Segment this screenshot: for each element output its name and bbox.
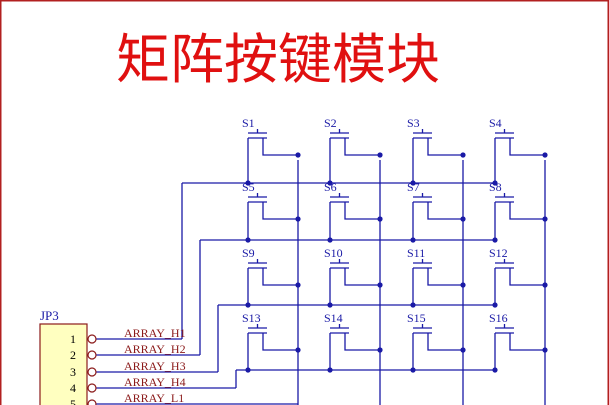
switch-label: S10 <box>324 246 343 260</box>
connector-pin-number: 5 <box>70 397 76 405</box>
junction-dot <box>460 282 465 287</box>
junction-dot <box>245 180 250 185</box>
switch-leg <box>510 202 545 219</box>
switch-label: S14 <box>324 311 343 325</box>
junction-dot <box>492 367 497 372</box>
switch-leg <box>510 333 545 350</box>
junction-dot <box>492 302 497 307</box>
switch-label: S11 <box>407 246 425 260</box>
switch-s9: S9 <box>242 246 298 305</box>
junction-dot <box>245 237 250 242</box>
junction-dot <box>410 180 415 185</box>
switch-leg <box>428 268 463 285</box>
switch-s4: S4 <box>489 116 545 183</box>
connector-pin <box>88 335 96 343</box>
switch-s8: S8 <box>489 180 545 240</box>
junction-dot <box>295 282 300 287</box>
junction-dot <box>327 302 332 307</box>
junction-dot <box>377 216 382 221</box>
switch-label: S15 <box>407 311 426 325</box>
connector-body <box>40 324 87 405</box>
switch-label: S13 <box>242 311 261 325</box>
switch-label: S2 <box>324 116 337 130</box>
switch-label: S16 <box>489 311 508 325</box>
junction-dot <box>245 367 250 372</box>
switch-s6: S6 <box>324 180 380 240</box>
connector-ref: JP3 <box>40 308 59 323</box>
junction-dot <box>460 216 465 221</box>
switch-label: S1 <box>242 116 255 130</box>
junction-dot <box>295 216 300 221</box>
switch-leg <box>510 138 545 155</box>
net-label-array-h2: ARRAY_H2 <box>124 342 186 356</box>
connector-pin-number: 3 <box>70 365 76 379</box>
switch-leg <box>263 333 298 350</box>
switch-s1: S1 <box>242 116 298 183</box>
junction-dot <box>245 302 250 307</box>
switch-leg <box>428 202 463 219</box>
diagram-title: 矩阵按键模块 <box>116 28 440 91</box>
junction-dot <box>492 237 497 242</box>
net-label-array-h1: ARRAY_H1 <box>124 326 186 340</box>
connector-pin <box>88 368 96 376</box>
switch-leg <box>428 333 463 350</box>
switch-s7: S7 <box>407 180 463 240</box>
connector-pin-number: 2 <box>70 348 76 362</box>
switch-leg <box>345 138 380 155</box>
junction-dot <box>327 180 332 185</box>
switch-leg <box>345 333 380 350</box>
switch-leg <box>345 268 380 285</box>
junction-dot <box>460 347 465 352</box>
connector-pin-number: 1 <box>70 332 76 346</box>
switch-leg <box>428 138 463 155</box>
switch-leg <box>345 202 380 219</box>
switch-label: S9 <box>242 246 255 260</box>
switch-s15: S15 <box>407 311 463 370</box>
junction-dot <box>542 282 547 287</box>
junction-dot <box>327 237 332 242</box>
junction-dot <box>410 367 415 372</box>
switch-s16: S16 <box>489 311 545 370</box>
junction-dot <box>410 302 415 307</box>
switch-s12: S12 <box>489 246 545 305</box>
net-label-array-h3: ARRAY_H3 <box>124 359 186 373</box>
switch-s13: S13 <box>242 311 298 370</box>
connector-pin <box>88 384 96 392</box>
junction-dot <box>542 152 547 157</box>
switch-s14: S14 <box>324 311 380 370</box>
switch-leg <box>510 268 545 285</box>
junction-dot <box>377 347 382 352</box>
switch-leg <box>263 202 298 219</box>
connector-pin <box>88 351 96 359</box>
junction-dot <box>542 216 547 221</box>
switch-s5: S5 <box>242 180 298 240</box>
junction-dot <box>410 237 415 242</box>
junction-dot <box>492 180 497 185</box>
connector-pin-number: 4 <box>70 381 76 395</box>
switch-s3: S3 <box>407 116 463 183</box>
junction-dot <box>327 367 332 372</box>
net-label-array-h4: ARRAY_H4 <box>124 375 186 389</box>
switch-label: S3 <box>407 116 420 130</box>
switch-s2: S2 <box>324 116 380 183</box>
junction-dot <box>460 152 465 157</box>
junction-dot <box>295 152 300 157</box>
junction-dot <box>377 152 382 157</box>
connector-jp3: JP3 1 2 3 4 5 <box>40 308 96 405</box>
junction-dot <box>377 282 382 287</box>
junction-dot <box>542 347 547 352</box>
switch-s11: S11 <box>407 246 463 305</box>
connector-pin <box>88 400 96 405</box>
switch-leg <box>263 138 298 155</box>
switch-s10: S10 <box>324 246 380 305</box>
net-label-array-l1: ARRAY_L1 <box>124 391 184 405</box>
switch-label: S4 <box>489 116 502 130</box>
switch-leg <box>263 268 298 285</box>
junction-dot <box>295 347 300 352</box>
switch-label: S12 <box>489 246 508 260</box>
